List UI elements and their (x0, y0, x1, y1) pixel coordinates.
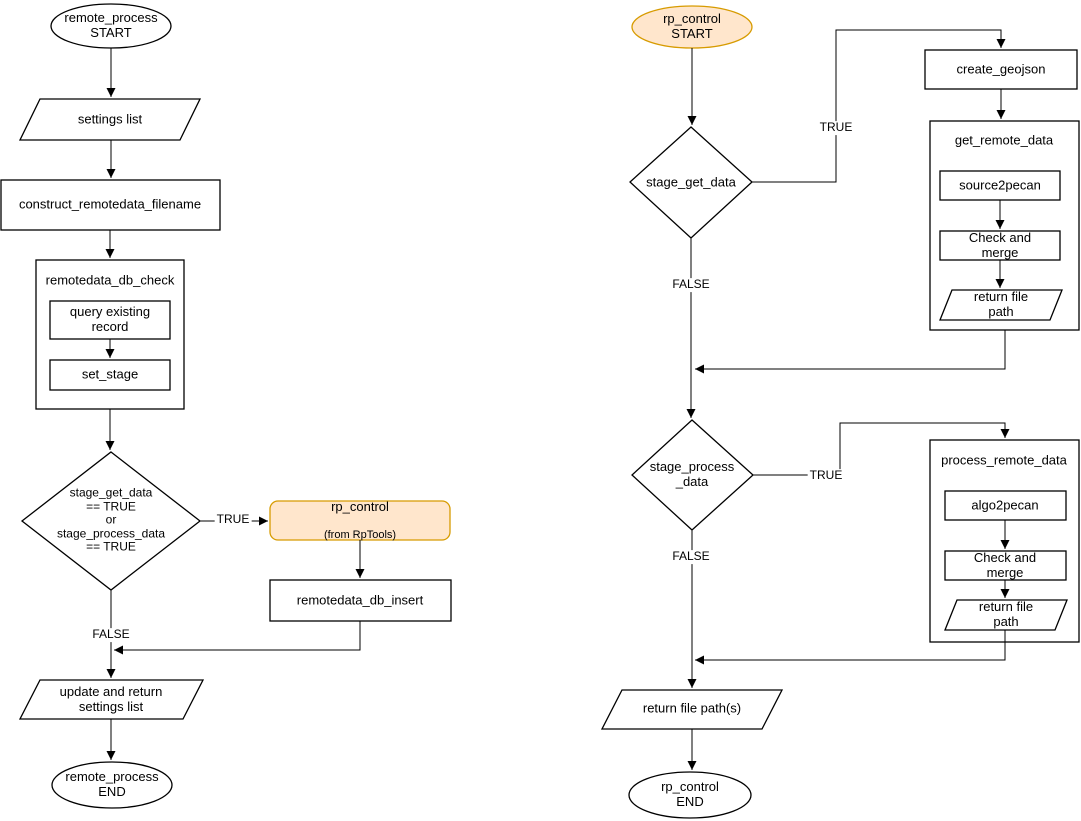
right-create-geojson-process (924, 49, 1078, 90)
left-db-insert-process (269, 579, 452, 622)
right-algo2pecan-process (944, 490, 1067, 521)
left-setstage-label: set_stage (81, 366, 139, 382)
left-rpcontrol-title: rp_control (331, 499, 389, 515)
left-query-label: query existing record (69, 304, 151, 334)
left-rpcontrol-subtitle: (from RpTools) (323, 529, 397, 542)
right-returnpaths-label: return file path(s) (642, 700, 742, 716)
right-true-process-edge-label: TRUE (807, 468, 845, 483)
right-end-terminator (628, 771, 752, 819)
right-edge-true-get (752, 29, 1006, 183)
right-checkmerge-get-label: Check and merge (968, 230, 1032, 260)
left-update-label: update and return settings list (59, 684, 163, 714)
right-returnpath-process-label: return file path (978, 599, 1034, 629)
right-edge-processdata-merge (695, 630, 1006, 665)
right-edge-getdata-merge (695, 330, 1006, 374)
right-check-merge-get-process (939, 230, 1061, 261)
left-settings-label: settings list (77, 111, 143, 127)
left-construct-label: construct_remotedata_filename (18, 196, 202, 212)
right-processremote-title: process_remote_data (941, 452, 1067, 468)
right-returnpath-get-label: return file path (973, 289, 1029, 319)
right-return-file-paths-io (600, 689, 784, 730)
right-getdecision-label: stage_get_data (646, 174, 736, 190)
right-getremote-title: get_remote_data (954, 132, 1054, 148)
left-settings-list-io (18, 98, 202, 141)
left-dbinsert-label: remotedata_db_insert (296, 592, 424, 608)
right-source2pecan-label: source2pecan (959, 177, 1041, 193)
right-creategeojson-label: create_geojson (956, 61, 1046, 77)
right-source2pecan-process (939, 170, 1061, 201)
left-query-existing-process (49, 300, 171, 340)
left-end-terminator (51, 761, 173, 809)
left-update-return-io (18, 679, 205, 720)
right-return-file-path-process-io (944, 599, 1068, 631)
right-return-file-path-get-io (939, 289, 1063, 321)
right-end-label: rp_control END (661, 779, 719, 809)
right-true-get-edge-label: TRUE (817, 120, 855, 135)
left-end-label: remote_process END (65, 769, 159, 799)
left-true-edge-label: TRUE (214, 512, 252, 527)
right-false-get-edge-label: FALSE (670, 277, 712, 292)
left-set-stage-process (49, 359, 171, 391)
right-processdecision-label: stage_process _data (649, 459, 735, 489)
right-checkmerge-process-label: Check and merge (973, 550, 1037, 580)
right-false-process-edge-label: FALSE (670, 549, 712, 564)
right-check-merge-process-process (944, 550, 1067, 581)
right-algo2pecan-label: algo2pecan (971, 497, 1039, 513)
left-decision-label: stage_get_data == TRUE or stage_process_… (56, 485, 166, 554)
left-start-label: remote_process START (64, 10, 158, 40)
left-construct-filename-process (0, 179, 221, 231)
left-false-edge-label: FALSE (90, 627, 132, 642)
left-edge-insert-merge (114, 621, 361, 655)
left-dbcheck-title: remotedata_db_check (45, 272, 175, 288)
right-start-label: rp_control START (663, 11, 721, 41)
left-rpcontrol-label: rp_control (from RpTools) (324, 485, 396, 557)
